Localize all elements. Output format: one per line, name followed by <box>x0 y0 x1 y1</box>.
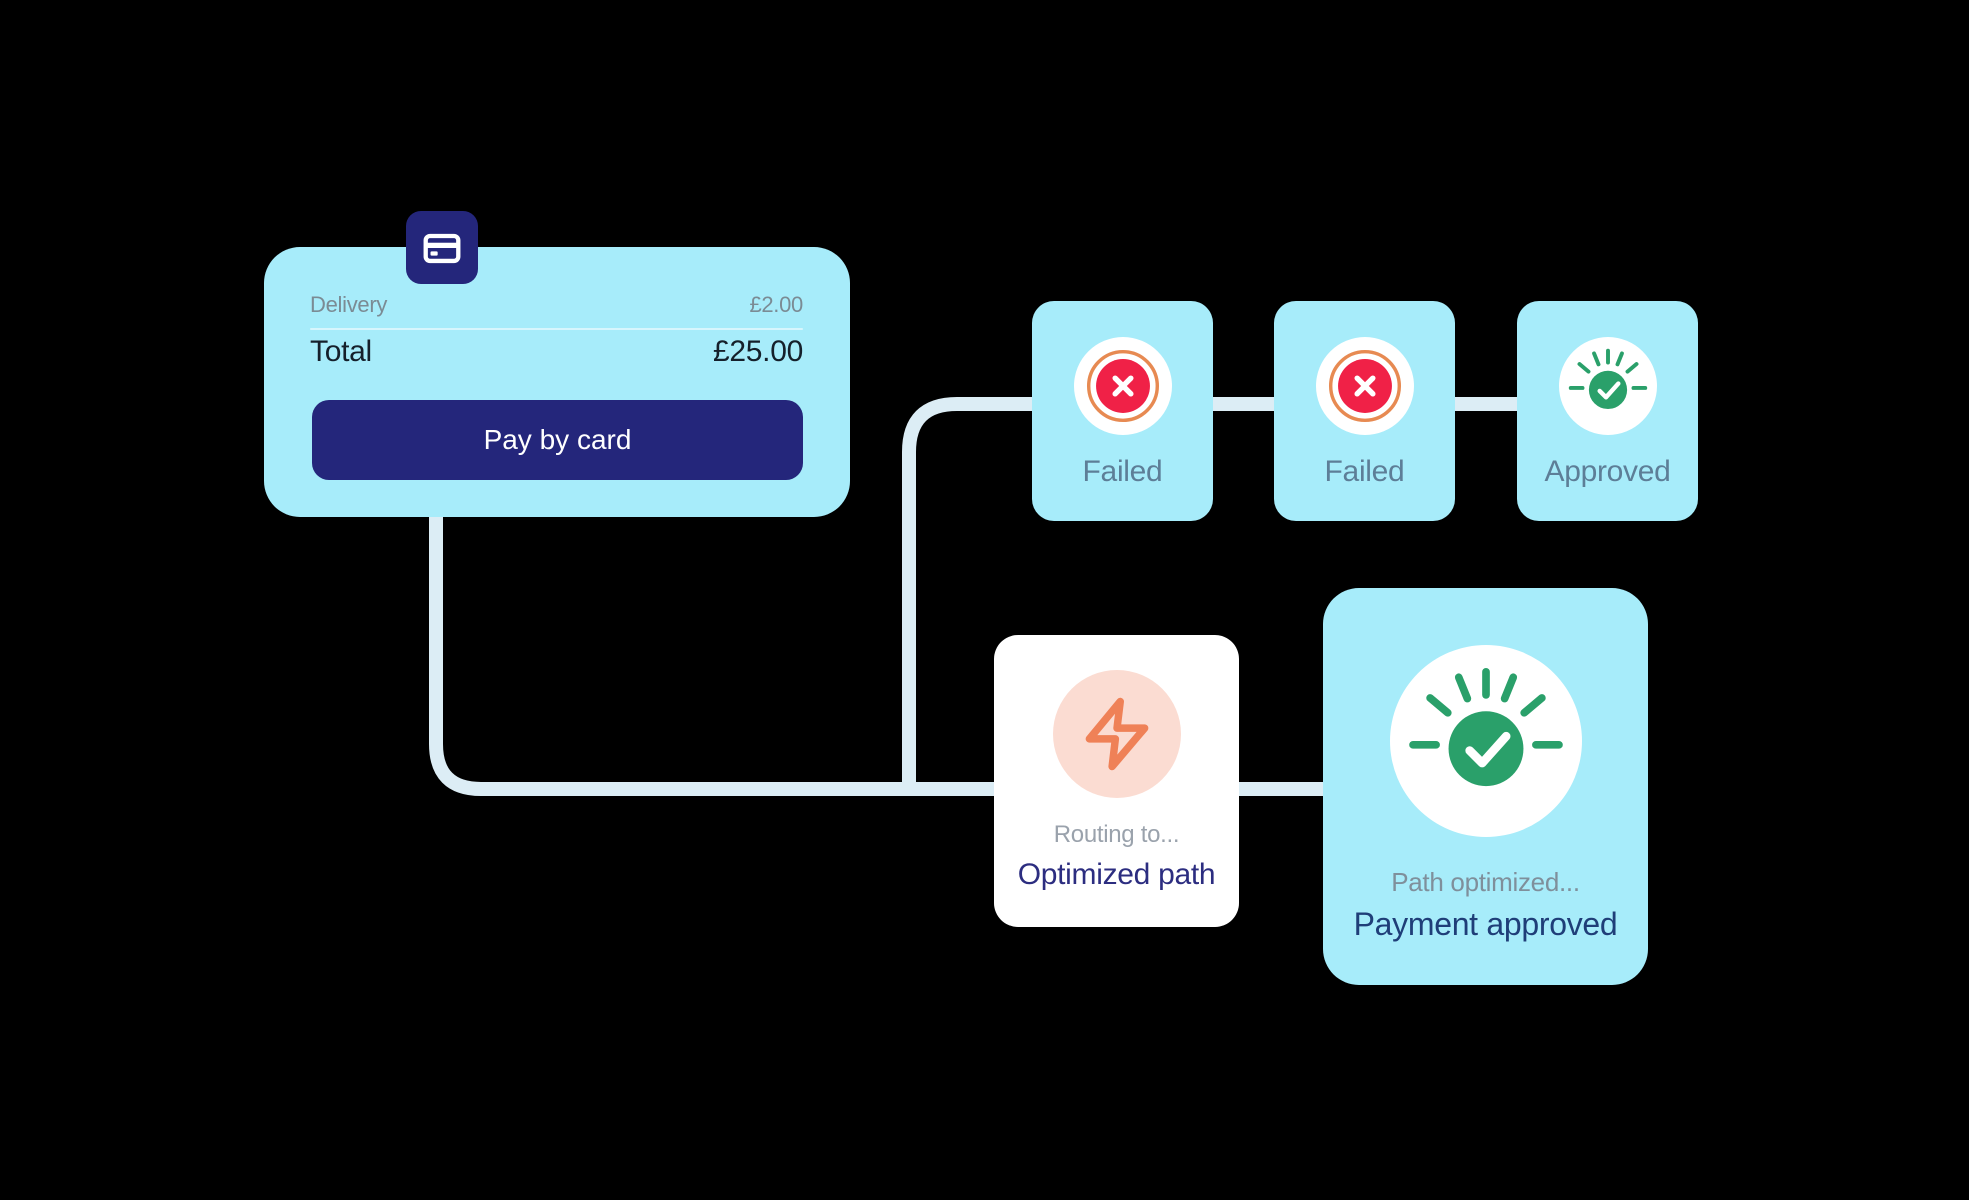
total-label: Total <box>310 335 372 368</box>
lightning-bolt-icon <box>1085 697 1148 771</box>
attempt-card-failed-1: Failed <box>1032 301 1213 521</box>
delivery-row: Delivery £2.00 <box>310 292 803 318</box>
failed-x-circle-icon <box>1328 349 1401 423</box>
total-row: Total £25.00 <box>310 335 803 369</box>
approved-check-burst-icon <box>1568 348 1647 410</box>
routing-status-text: Routing to... <box>1053 821 1180 848</box>
row-divider <box>310 328 803 330</box>
credit-card-icon <box>423 233 461 263</box>
approved-check-burst-icon <box>1408 668 1563 787</box>
failed-x-circle-icon <box>1086 349 1159 423</box>
credit-card-icon-badge <box>406 211 478 284</box>
delivery-label: Delivery <box>310 292 388 317</box>
outcome-result-text: Payment approved <box>1353 906 1618 942</box>
connector-trunk-to-attempts <box>902 397 1038 792</box>
status-badge <box>1389 645 1582 837</box>
outcome-status-text: Path optimized... <box>1391 867 1580 897</box>
status-badge <box>1315 337 1414 435</box>
attempt-status-label: Failed <box>1082 455 1163 488</box>
payment-approved-card: Path optimized... Payment approved <box>1323 588 1648 985</box>
delivery-value: £2.00 <box>749 292 803 317</box>
lightning-badge <box>1052 670 1181 798</box>
routing-card: Routing to... Optimized path <box>994 635 1239 927</box>
pay-by-card-button[interactable]: Pay by card <box>312 400 803 480</box>
attempt-card-failed-2: Failed <box>1274 301 1455 521</box>
routing-result-text: Optimized path <box>1017 858 1216 891</box>
connector-checkout-to-routing <box>429 510 1000 796</box>
attempt-status-label: Failed <box>1324 455 1405 488</box>
status-badge <box>1558 337 1657 435</box>
status-badge <box>1073 337 1172 435</box>
attempt-card-approved: Approved <box>1517 301 1698 521</box>
checkout-card: Delivery £2.00 Total £25.00 Pay by card <box>264 211 850 517</box>
attempt-status-label: Approved <box>1544 455 1671 488</box>
total-value: £25.00 <box>713 335 803 368</box>
